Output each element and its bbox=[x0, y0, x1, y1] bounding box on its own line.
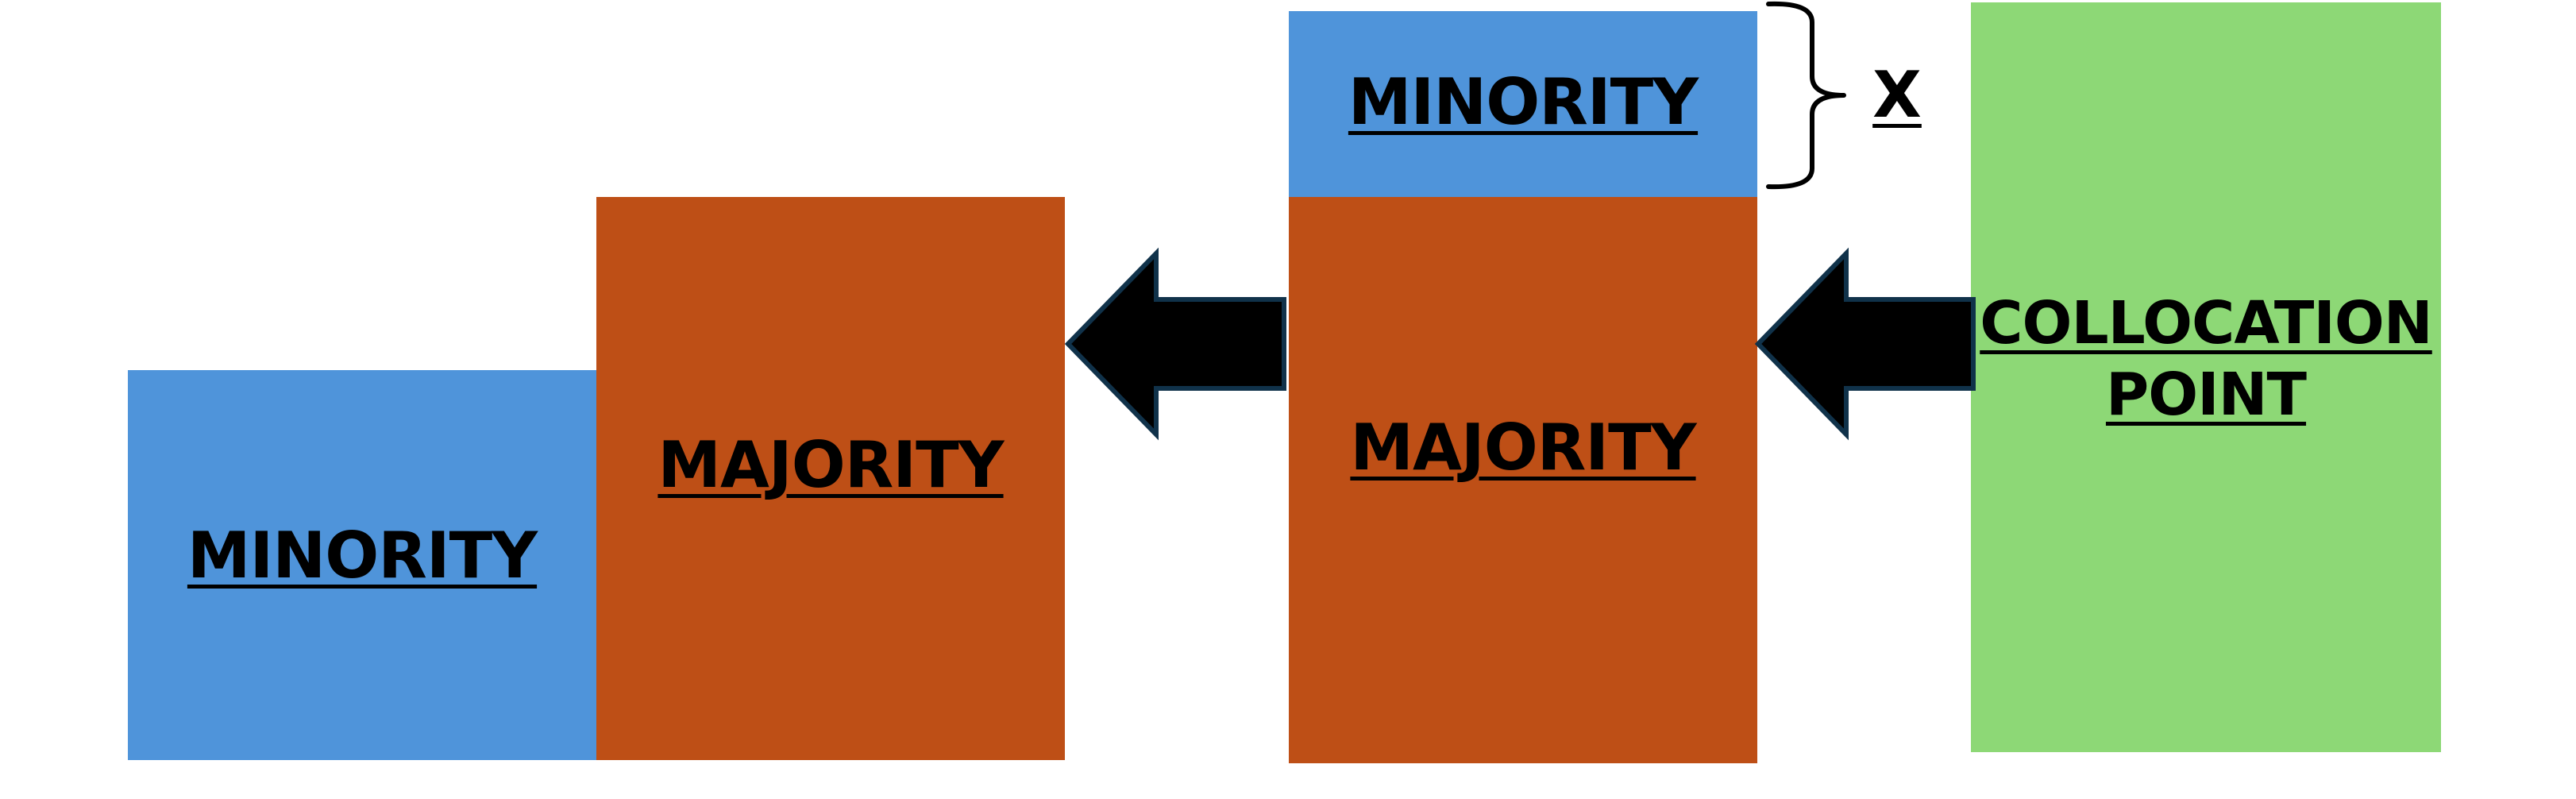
left-arrow-icon bbox=[1064, 247, 1286, 441]
right-brace-icon bbox=[1766, 1, 1846, 190]
left-arrow-icon bbox=[1754, 247, 1976, 441]
mid-majority-label: MAJORITY bbox=[1350, 411, 1696, 484]
mid-majority-block: MAJORITY bbox=[1289, 197, 1757, 763]
left-majority-label: MAJORITY bbox=[657, 428, 1004, 502]
left-minority-label: MINORITY bbox=[187, 519, 538, 592]
collocation-label-line1: COLLOCATION bbox=[1980, 289, 2432, 357]
top-minority-label: MINORITY bbox=[1348, 65, 1699, 139]
bracket-label-x: X bbox=[1872, 58, 1922, 132]
left-majority-block: MAJORITY bbox=[596, 197, 1065, 760]
collocation-point-block: COLLOCATION POINT bbox=[1971, 2, 2441, 752]
left-minority-block: MINORITY bbox=[128, 370, 596, 760]
collocation-label-line2: POINT bbox=[2105, 361, 2307, 429]
top-minority-block: MINORITY bbox=[1289, 11, 1757, 197]
